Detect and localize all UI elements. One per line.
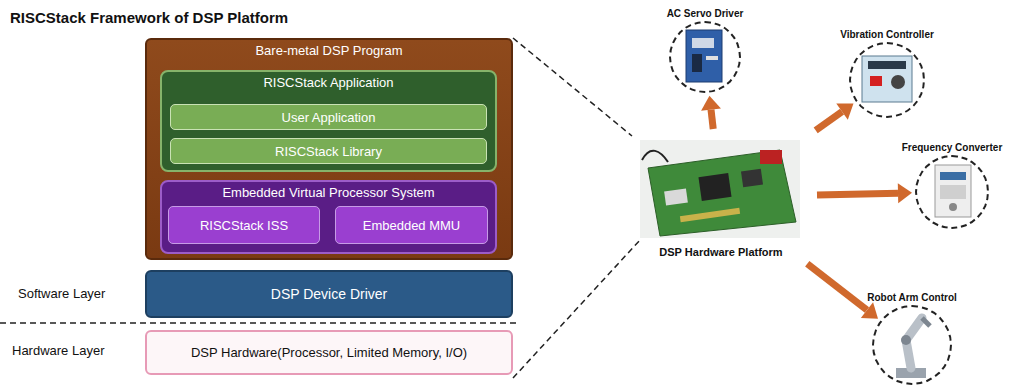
arrow-shaft [807,264,867,310]
servo-driver-picture [686,30,722,82]
zoom-line [513,240,640,378]
block-arrow [816,104,854,131]
component-box: RISCStack ISS [168,206,320,244]
node-label: DSP Hardware Platform [628,246,814,258]
block-arrow [701,96,721,129]
dsp-board-picture [640,140,800,238]
node-label: AC Servo Driver [667,8,744,19]
block-arrow [807,264,878,319]
device-circle: Frequency Converter [915,155,989,229]
node-label: User Application [282,110,376,125]
device-circle: Vibration Controller [849,42,925,118]
driver-box: DSP Device Driver [145,270,513,318]
device-circle: AC Servo Driver [669,21,741,93]
hardware-box: DSP Hardware(Processor, Limited Memory, … [145,330,513,375]
zoom-line [513,38,632,136]
device-circle: Robot Arm Control [872,305,952,385]
layer-box: RISCStack Library [170,138,487,164]
node-label: Embedded Virtual Processor System [162,185,495,200]
node-label: Bare-metal DSP Program [147,43,511,58]
node-label: RISCStack Application [162,75,495,90]
frequency-converter-picture [935,165,971,217]
node-label: Vibration Controller [840,29,934,40]
program-box: Bare-metal DSP ProgramRISCStack Applicat… [145,38,513,260]
layer-label: Software Layer [18,286,105,301]
layer-separator [0,322,518,324]
arrow-shaft [816,112,842,131]
platform-node: DSP Hardware Platform [628,132,814,262]
layer-label: Hardware Layer [12,343,105,358]
node-label: RISCStack Library [275,144,382,159]
processor-system-box: Embedded Virtual Processor SystemRISCSta… [160,180,497,254]
node-label: Embedded MMU [363,218,461,233]
node-label: Robot Arm Control [867,292,957,303]
node-label: DSP Hardware(Processor, Limited Memory, … [191,345,467,360]
arrow-head [701,96,721,111]
arrow-head [836,104,853,120]
arrow-shaft [711,110,713,129]
block-arrow [817,183,912,203]
application-box: RISCStack ApplicationUser ApplicationRIS… [160,70,497,172]
component-box: Embedded MMU [335,206,488,244]
vibration-controller-picture [862,56,912,102]
robot-arm-picture [896,318,930,378]
node-label: DSP Device Driver [271,286,387,302]
arrow-head [861,302,878,318]
layer-box: User Application [170,104,487,130]
arrow-shaft [817,193,898,195]
arrow-head [898,183,912,203]
diagram-title: RISCStack Framework of DSP Platform [10,9,288,26]
node-label: RISCStack ISS [200,218,288,233]
node-label: Frequency Converter [902,142,1003,153]
